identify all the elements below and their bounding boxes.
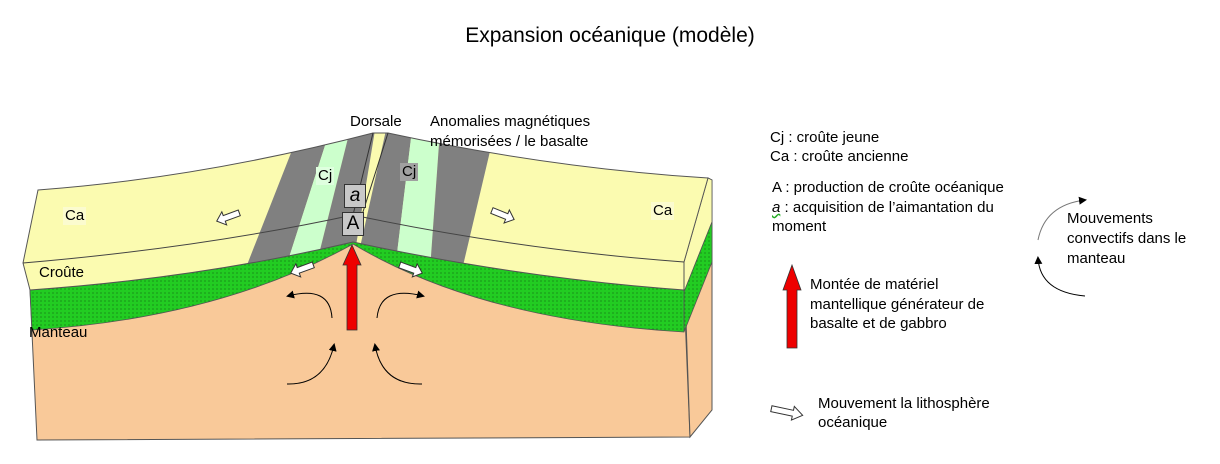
anomalies-label-line2: mémorisées / le basalte	[430, 133, 589, 150]
cj-label-right: Cj	[400, 163, 419, 181]
lithosphere-arrow-icon	[216, 209, 241, 226]
ca-label-right: Ca	[651, 202, 675, 220]
legend-a-line2: moment	[772, 218, 827, 235]
legend-convection-line3: manteau	[1067, 250, 1126, 267]
legend-a-text: : acquisition de l’aimantation du	[780, 199, 994, 216]
legend-a: a : acquisition de l’aimantation du	[772, 199, 994, 217]
legend-rise-line1: Montée de matériel	[810, 276, 939, 293]
legend-ca: Ca : croûte ancienne	[770, 148, 909, 165]
legend-rise-line3: basalte et de gabbro	[810, 315, 947, 332]
stripe-dark	[430, 133, 495, 270]
mantle-label: Manteau	[29, 324, 88, 341]
legend-convection-line2: convectifs dans le	[1067, 230, 1187, 247]
legend-convection-icon	[1034, 196, 1087, 297]
lithosphere-arrow-icon	[398, 261, 423, 278]
legend-rise-arrow-icon	[782, 263, 802, 349]
mantle-rise-arrow-icon	[342, 244, 362, 331]
box-a-lower: a	[344, 184, 366, 208]
legend-rise-line2: mantellique générateur de	[810, 296, 985, 313]
stripe-light	[285, 133, 350, 270]
crust-label: Croûte	[39, 264, 85, 281]
ridge-label: Dorsale	[350, 113, 402, 130]
stripe-light	[395, 133, 440, 270]
lithosphere-arrow-icon	[490, 207, 515, 224]
cj-label-left: Cj	[316, 167, 335, 185]
legend-litho-line1: Mouvement la lithosphère	[818, 395, 990, 412]
ca-label-left: Ca	[63, 207, 87, 225]
lithosphere-arrow-icon	[290, 261, 315, 278]
legend-cj: Cj : croûte jeune	[770, 129, 880, 146]
legend-convection-line1: Mouvements	[1067, 210, 1153, 227]
legend-litho-line2: océanique	[818, 414, 888, 431]
legend-A: A : production de croûte océanique	[772, 179, 1004, 196]
legend-a-letter: a	[772, 199, 781, 216]
diagram-title: Expansion océanique (modèle)	[465, 24, 755, 47]
stripe-dark	[355, 133, 412, 270]
stripe-dark	[245, 133, 330, 270]
box-a-upper: A	[342, 212, 364, 236]
convection-arrows	[286, 290, 425, 385]
anomalies-label-line1: Anomalies magnétiques	[430, 113, 591, 130]
legend-lithosphere-arrow-icon	[770, 405, 804, 421]
